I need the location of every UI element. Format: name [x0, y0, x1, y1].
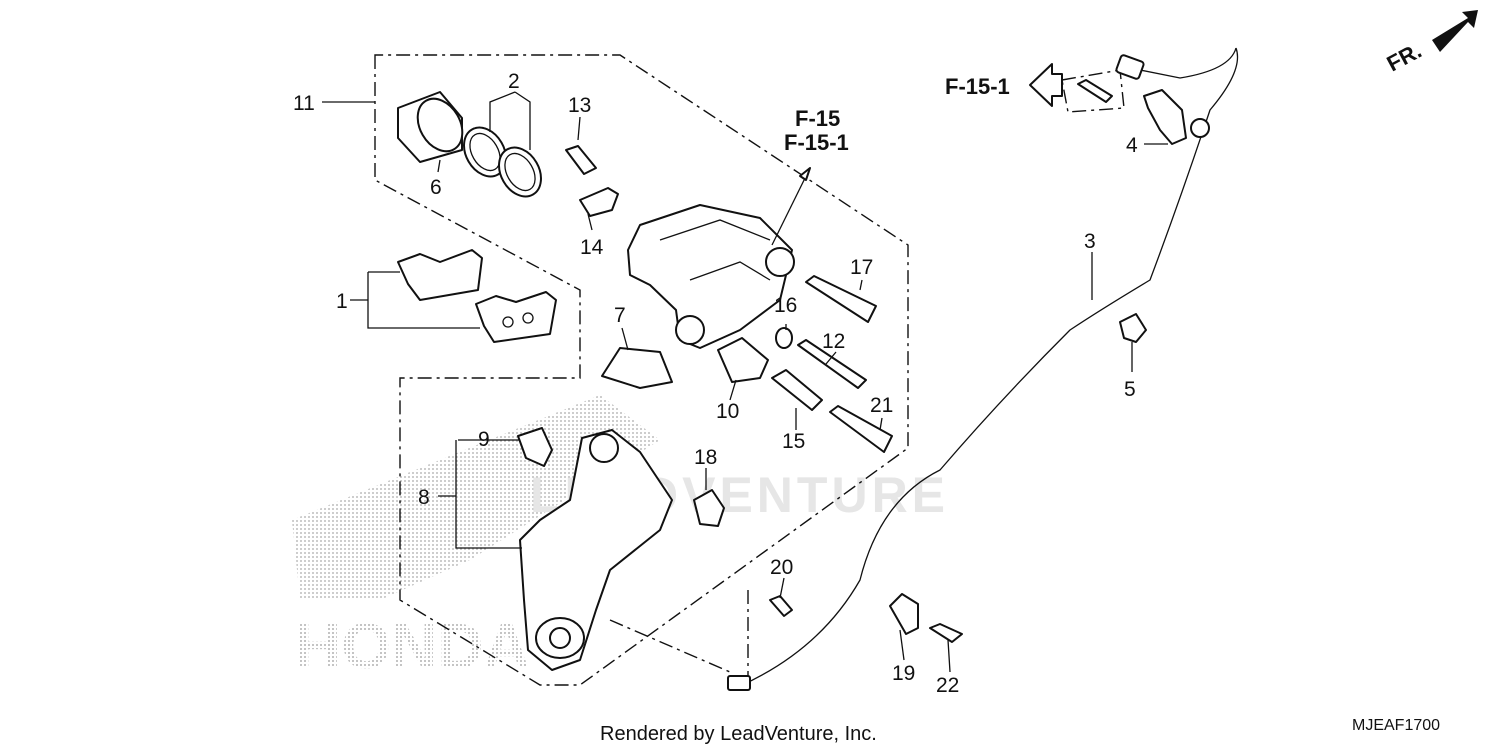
clamp-bolt [929, 623, 963, 643]
slide-pin [797, 339, 867, 389]
cable-clamp [1143, 89, 1187, 145]
bleeder-screw [565, 145, 597, 175]
callout-15: 15 [782, 430, 805, 453]
caliper-bolt-lower [829, 405, 893, 453]
callout-3: 3 [1084, 230, 1096, 253]
callout-8: 8 [418, 486, 430, 509]
sleeve-boot [771, 369, 823, 411]
callout-22: 22 [936, 674, 959, 697]
caliper-bracket [519, 429, 673, 671]
footer-credit: Rendered by LeadVenture, Inc. [600, 723, 877, 745]
callout-10: 10 [716, 400, 739, 423]
front-direction-label: FR. [1383, 38, 1426, 77]
sensor-bolt [1077, 79, 1113, 103]
callout-7: 7 [614, 304, 626, 327]
honda-watermark-text: HONDA [295, 610, 530, 682]
caliper-body [627, 204, 795, 349]
pad-spring [601, 347, 673, 389]
clamp-nut [1190, 118, 1210, 138]
callout-17: 17 [850, 256, 873, 279]
brake-pads [397, 249, 557, 343]
callout-4: 4 [1126, 134, 1138, 157]
caliper-bolt-upper [805, 275, 877, 323]
caliper-reference-label-1: F-15 [795, 106, 840, 131]
caliper-kit-frame [374, 54, 909, 686]
sensor-bolt-frame [1061, 69, 1125, 113]
callout-2: 2 [508, 70, 520, 93]
honda-watermark: HONDA [292, 395, 660, 682]
callout-18: 18 [694, 446, 717, 469]
caliper-reference-leader [771, 167, 811, 246]
callout-13: 13 [568, 94, 591, 117]
callout-14: 14 [580, 236, 604, 259]
pad-retainer [517, 427, 553, 467]
callout-numbers: 1 2 3 4 5 6 7 8 9 10 11 12 13 14 15 16 1… [293, 70, 1138, 697]
callout-16: 16 [774, 294, 797, 317]
caliper-reference-arrowhead [799, 167, 811, 181]
piston-seals [463, 126, 542, 198]
callout-11: 11 [293, 92, 315, 115]
caliper-reference-label-2: F-15-1 [784, 130, 849, 155]
sensor-clamp [889, 593, 919, 635]
pin-boot [717, 337, 769, 383]
sensor-reference-label: F-15-1 [945, 74, 1010, 99]
callout-20: 20 [770, 556, 793, 579]
callout-12: 12 [822, 330, 845, 353]
cable-clip [1119, 313, 1147, 343]
bracket-grommet [693, 489, 725, 527]
bracket-sensor-dashline [609, 619, 731, 673]
piston [397, 91, 464, 163]
washer [775, 327, 793, 349]
leader-lines [322, 91, 1168, 673]
callout-21: 21 [870, 394, 893, 417]
callout-5: 5 [1124, 378, 1136, 401]
diagram-code: MJEAF1700 [1352, 717, 1440, 734]
bleeder-cap [579, 187, 619, 217]
callout-19: 19 [892, 662, 915, 685]
front-direction-arrow-icon [1432, 10, 1478, 52]
callout-6: 6 [430, 176, 442, 199]
reference-arrow-icon [1029, 63, 1063, 107]
callout-1: 1 [336, 290, 348, 313]
sensor-bolt-lower [769, 595, 793, 617]
callout-9: 9 [478, 428, 490, 451]
